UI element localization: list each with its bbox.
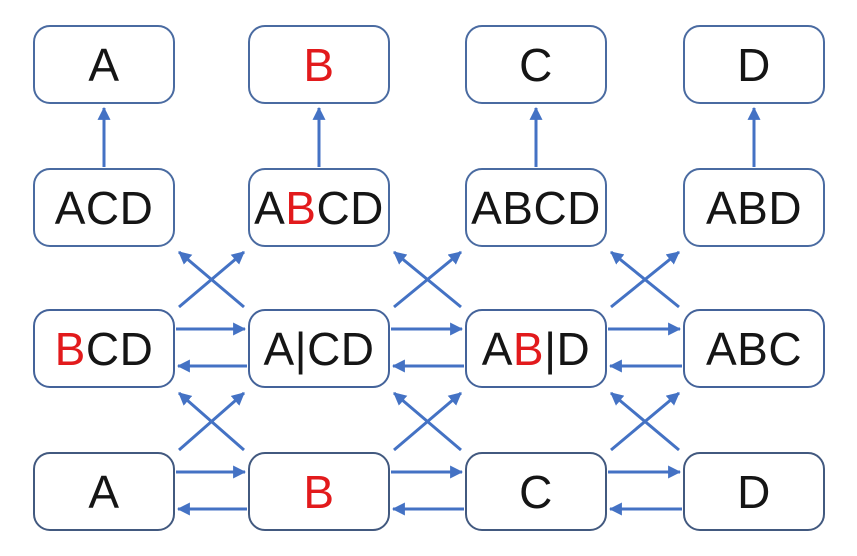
node-abcd-right: ABCD: [465, 168, 607, 247]
node-label-segment: D: [737, 465, 771, 518]
node-bottom-b: B: [248, 452, 390, 531]
node-label-segment: B: [285, 181, 317, 234]
node-label-segment: C: [519, 465, 553, 518]
arrow-diag: [393, 250, 462, 309]
node-label-segment: CD: [85, 322, 154, 375]
node-abc: ABC: [683, 309, 825, 388]
node-top-b: B: [248, 25, 390, 104]
arrow-diag: [610, 250, 680, 309]
arrow-diag: [393, 391, 462, 452]
arrow-diag: [178, 391, 245, 452]
node-label-segment: C: [519, 38, 553, 91]
node-label-segment: |D: [544, 322, 591, 375]
node-bottom-d: D: [683, 452, 825, 531]
node-label-segment: ABCD: [471, 181, 601, 234]
arrow-diag: [393, 391, 462, 452]
node-label-segment: A: [481, 322, 513, 375]
node-acd: ACD: [33, 168, 175, 247]
node-bottom-c: C: [465, 452, 607, 531]
node-top-c: C: [465, 25, 607, 104]
node-label-segment: ABD: [705, 181, 803, 234]
arrow-diag: [610, 391, 680, 452]
node-label-segment: A|CD: [263, 322, 375, 375]
node-label-segment: ACD: [54, 181, 154, 234]
arrow-diag: [178, 391, 245, 452]
node-label-segment: A: [88, 465, 120, 518]
arrow-diag: [610, 391, 680, 452]
node-top-a: A: [33, 25, 175, 104]
arrow-diag: [178, 250, 245, 309]
node-bottom-a: A: [33, 452, 175, 531]
node-top-d: D: [683, 25, 825, 104]
node-label-segment: CD: [316, 181, 384, 234]
node-label-segment: B: [303, 465, 335, 518]
node-label-segment: A: [88, 38, 120, 91]
arrow-diag: [610, 250, 680, 309]
node-a-cd: A|CD: [248, 309, 390, 388]
node-label-segment: B: [303, 38, 335, 91]
node-label-segment: ABC: [705, 322, 803, 375]
node-label-segment: B: [512, 322, 545, 375]
arrow-diag: [178, 250, 245, 309]
node-abd: ABD: [683, 168, 825, 247]
node-label-segment: B: [54, 322, 86, 375]
node-label-segment: D: [737, 38, 771, 91]
node-label-segment: A: [254, 181, 286, 234]
arrow-diag: [393, 250, 462, 309]
